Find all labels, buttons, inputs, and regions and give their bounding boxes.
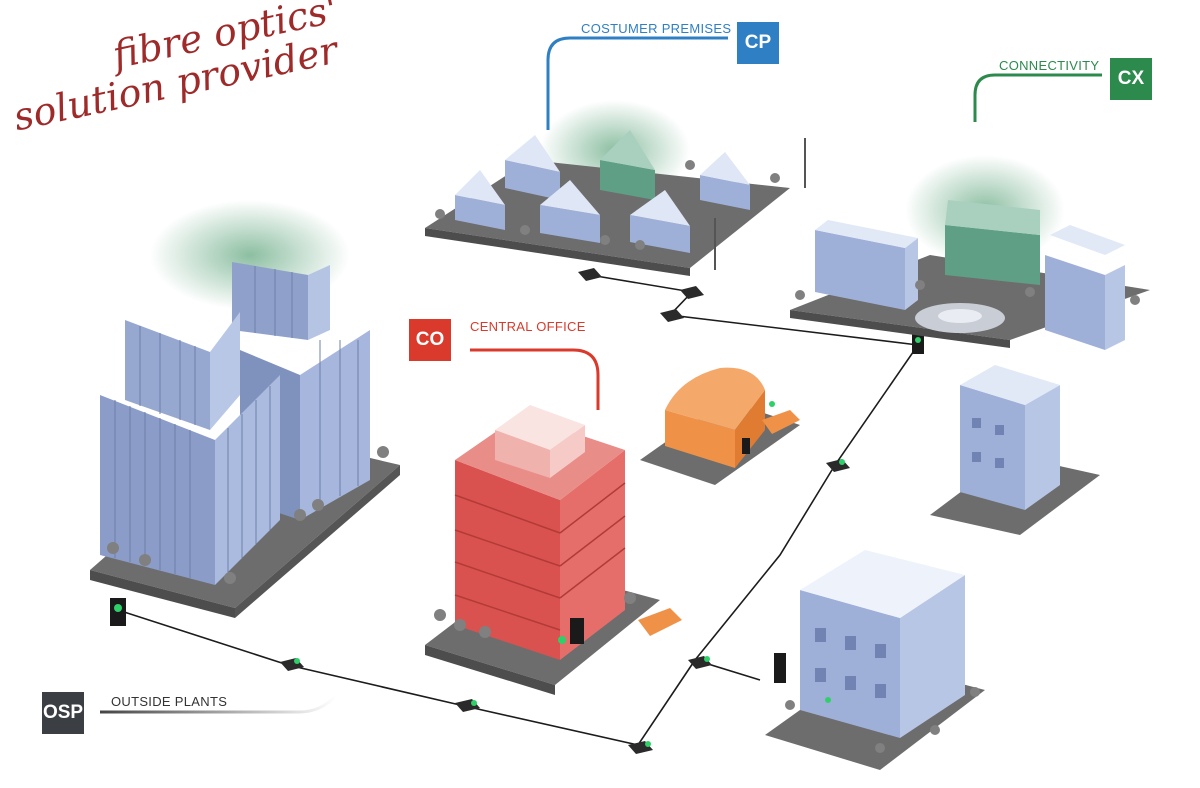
tower-front-top xyxy=(125,320,210,430)
trees xyxy=(795,280,1140,305)
building xyxy=(1045,225,1125,350)
co-ground-edge xyxy=(425,645,555,695)
co-floor-lines xyxy=(454,482,626,631)
co-door xyxy=(570,618,584,644)
house xyxy=(540,180,600,243)
cp-label: COSTUMER PREMISES xyxy=(581,21,732,36)
cable-cp-cx xyxy=(589,274,919,346)
townhouse-front xyxy=(800,590,900,738)
co-signal xyxy=(558,636,566,644)
building-highlighted xyxy=(945,200,1040,285)
trees xyxy=(107,446,389,584)
manhole xyxy=(628,741,653,754)
street-cabinet-right xyxy=(774,653,786,683)
tower-rear-side xyxy=(300,330,370,520)
cable-osp-main xyxy=(117,609,761,746)
trees xyxy=(785,687,980,753)
cx-ground-edge xyxy=(790,310,1010,348)
tower-front-top-side xyxy=(210,312,240,430)
co-side-face xyxy=(560,450,625,660)
central-office-building xyxy=(425,405,682,695)
apartment-building xyxy=(930,365,1100,535)
tower-rear-top-side xyxy=(308,265,330,340)
townhouse-side xyxy=(900,575,965,738)
townhouse-windows xyxy=(815,628,886,698)
osp-connector xyxy=(100,694,338,714)
apartment-front xyxy=(960,385,1025,510)
manhole xyxy=(826,459,850,472)
tower-rear-top xyxy=(232,262,308,340)
cable-trunk xyxy=(694,344,919,661)
trees xyxy=(435,160,780,250)
building xyxy=(815,220,918,310)
co-penthouse-top xyxy=(495,405,585,450)
cp-connector xyxy=(546,36,728,130)
house xyxy=(505,135,560,200)
tower-ribs xyxy=(114,266,359,578)
cp-badge: CP xyxy=(737,22,779,64)
hangar-door xyxy=(742,438,750,454)
hangar-roof xyxy=(665,367,765,430)
manholes xyxy=(280,268,850,754)
hangar-front xyxy=(665,410,735,468)
cp-neighbourhood xyxy=(425,130,806,276)
townhouse-roof xyxy=(800,550,965,618)
co-badge: CO xyxy=(409,319,451,361)
house-highlighted xyxy=(600,130,655,200)
ground-plate-edge xyxy=(90,570,235,618)
osp-badge: OSP xyxy=(42,692,84,734)
street-cabinet-left xyxy=(110,598,126,626)
house xyxy=(700,152,750,210)
street-cabinet-cx xyxy=(912,330,924,354)
co-label: CENTRAL OFFICE xyxy=(470,319,586,334)
manhole xyxy=(455,699,480,712)
manhole xyxy=(660,309,684,322)
co-front-face xyxy=(455,460,560,660)
house xyxy=(455,170,505,230)
manhole xyxy=(280,658,304,671)
co-penthouse-front xyxy=(495,430,550,478)
apartment-windows xyxy=(972,418,1004,468)
co-penthouse-side xyxy=(550,425,585,478)
hangar-building xyxy=(640,367,800,485)
cx-label: CONNECTIVITY xyxy=(999,58,1100,73)
co-connector xyxy=(470,348,600,410)
ground-plate-edge-right xyxy=(235,465,400,618)
townhouse-signal xyxy=(825,697,831,703)
manhole xyxy=(578,268,602,281)
hangar-signal xyxy=(769,401,775,407)
skyscraper-block xyxy=(90,262,400,618)
cx-connector xyxy=(973,73,1102,122)
house xyxy=(630,190,690,253)
cp-ground-edge xyxy=(425,228,690,276)
trees xyxy=(434,592,636,638)
manhole xyxy=(688,656,712,669)
cx-badge: CX xyxy=(1110,58,1152,100)
co-annex xyxy=(638,608,682,636)
apartment-roof xyxy=(960,365,1060,405)
hangar-annex xyxy=(762,410,800,434)
fountain-basin xyxy=(938,309,982,323)
tower-front-side xyxy=(215,375,280,585)
manhole xyxy=(680,286,704,299)
cx-square xyxy=(790,200,1150,350)
townhouse-building xyxy=(765,550,985,770)
tower-front-face xyxy=(100,395,215,585)
osp-label: OUTSIDE PLANTS xyxy=(111,694,228,709)
apartment-side xyxy=(1025,385,1060,510)
